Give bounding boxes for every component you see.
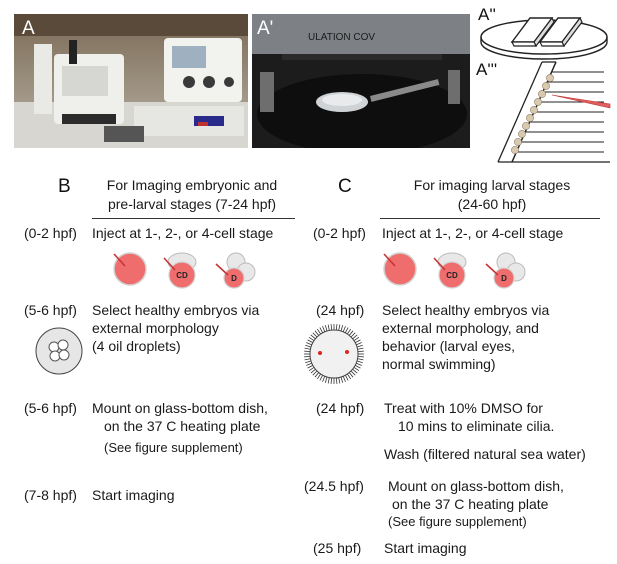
b-step2-time: (5-6 hpf) bbox=[24, 302, 77, 318]
b-step2-line2: external morphology bbox=[92, 320, 219, 336]
panel-label-a-prime: A' bbox=[257, 18, 274, 39]
b-step2-line3: (4 oil droplets) bbox=[92, 338, 181, 354]
b-step3-line1: Mount on glass-bottom dish, bbox=[92, 400, 268, 416]
c-header-line1: For imaging larval stages bbox=[413, 177, 571, 193]
c-step1-time: (0-2 hpf) bbox=[313, 225, 366, 241]
c-step2-line1: Select healthy embryos via bbox=[382, 302, 550, 318]
c-step5-line2: on the 37 C heating plate bbox=[392, 496, 549, 512]
b-step2-line1: Select healthy embryos via bbox=[92, 302, 260, 318]
panel-label-b: B bbox=[58, 176, 71, 197]
c-step3-time: (24 hpf) bbox=[316, 400, 365, 416]
c-step2-time: (24 hpf) bbox=[316, 302, 365, 318]
b-cd-label: CD bbox=[176, 271, 188, 280]
c-ciliated-larva bbox=[304, 324, 364, 384]
b-step4-time: (7-8 hpf) bbox=[24, 487, 77, 503]
b-cleavage-stages: CD D bbox=[113, 252, 256, 289]
photo-injection-rig: ULATION COV bbox=[252, 14, 470, 154]
c-cleavage-stages: CD D bbox=[383, 252, 526, 289]
b-step3-line2: on the 37 C heating plate bbox=[104, 418, 261, 434]
c-step2-line4: normal swimming) bbox=[382, 356, 496, 372]
b-step1-text: Inject at 1-, 2-, or 4-cell stage bbox=[92, 225, 274, 241]
c-step5-note: (See figure supplement) bbox=[388, 514, 527, 529]
panel-label-c: C bbox=[338, 176, 352, 197]
b-step1-time: (0-2 hpf) bbox=[24, 225, 77, 241]
rig-cabinet-text: ULATION COV bbox=[308, 32, 375, 43]
c-step1-text: Inject at 1-, 2-, or 4-cell stage bbox=[382, 225, 564, 241]
panel-label-a-triple-prime: A''' bbox=[476, 60, 498, 79]
b-oil-droplet-embryo bbox=[35, 327, 83, 375]
b-header-line1: For Imaging embryonic and bbox=[106, 177, 278, 193]
c-cd-label: CD bbox=[446, 271, 458, 280]
b-step4-text: Start imaging bbox=[92, 487, 175, 503]
c-step3-line2: 10 mins to eliminate cilia. bbox=[398, 418, 555, 434]
c-d-label: D bbox=[501, 274, 507, 283]
c-step5-time: (24.5 hpf) bbox=[304, 478, 364, 494]
panel-label-a: A bbox=[22, 18, 35, 39]
photo-microscope bbox=[14, 14, 248, 148]
b-step3-note: (See figure supplement) bbox=[104, 440, 243, 455]
c-header-rule bbox=[380, 218, 600, 219]
c-header-line2: (24-60 hpf) bbox=[457, 196, 527, 212]
c-step5-line1: Mount on glass-bottom dish, bbox=[388, 478, 564, 494]
b-step3-time: (5-6 hpf) bbox=[24, 400, 77, 416]
c-step4-text: Wash (filtered natural sea water) bbox=[384, 446, 586, 462]
c-step6-time: (25 hpf) bbox=[313, 540, 362, 556]
b-header-line2: pre-larval stages (7-24 hpf) bbox=[107, 196, 277, 212]
panel-label-a-double-prime: A'' bbox=[478, 5, 496, 24]
slot-injection-diagram bbox=[497, 61, 611, 163]
c-step2-line3: behavior (larval eyes, bbox=[382, 338, 516, 354]
c-step6-text: Start imaging bbox=[384, 540, 467, 556]
c-step3-line1: Treat with 10% DMSO for bbox=[384, 400, 543, 416]
b-header-rule bbox=[92, 218, 295, 219]
c-step2-line2: external morphology, and bbox=[382, 320, 539, 336]
b-d-label: D bbox=[231, 274, 237, 283]
dish-diagram bbox=[480, 16, 608, 60]
